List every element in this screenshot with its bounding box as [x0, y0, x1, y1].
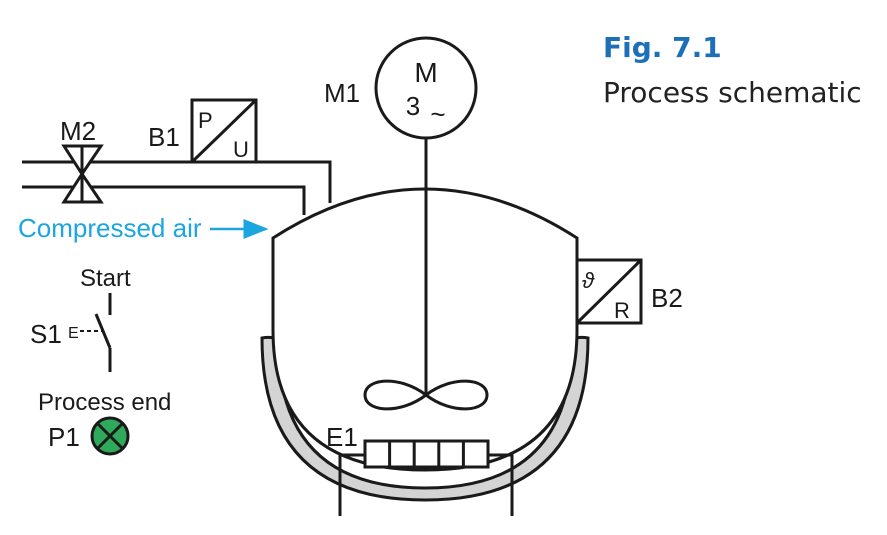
start-switch-s1	[80, 293, 112, 372]
b2-tag: B2	[651, 283, 683, 313]
process-end-label: Process end	[38, 389, 171, 416]
valve-m2-symbol	[61, 144, 104, 204]
indicator-lamp-p1	[90, 416, 130, 456]
heater-e1-tag: E1	[326, 422, 358, 452]
heater-e1	[338, 439, 514, 516]
p1-tag: P1	[48, 422, 80, 452]
s1-actuator: E	[68, 325, 79, 342]
compressed-air-label: Compressed air	[18, 213, 202, 243]
s1-tag: S1	[30, 319, 62, 349]
motor-phase: 3	[406, 91, 420, 121]
b1-tag: B1	[148, 122, 180, 152]
air-pipe	[22, 160, 332, 215]
b1-output-label: U	[233, 137, 249, 162]
motor-m1-symbol	[374, 36, 478, 140]
motor-ac-symbol: ~	[430, 99, 445, 129]
start-label: Start	[80, 265, 131, 292]
figure-number: Fig. 7.1	[603, 31, 722, 64]
temperature-sensor-b2: ϑ R	[575, 258, 643, 325]
impeller	[363, 379, 489, 411]
b2-input-label: ϑ	[582, 268, 595, 293]
pressure-transducer-b1: P U	[190, 98, 258, 164]
b2-output-label: R	[614, 298, 630, 323]
motor-letter: M	[414, 57, 437, 88]
figure-caption: Process schematic	[603, 76, 862, 109]
motor-m1-tag: M1	[324, 78, 360, 108]
b1-input-label: P	[198, 108, 213, 133]
valve-m2-tag: M2	[60, 116, 96, 146]
